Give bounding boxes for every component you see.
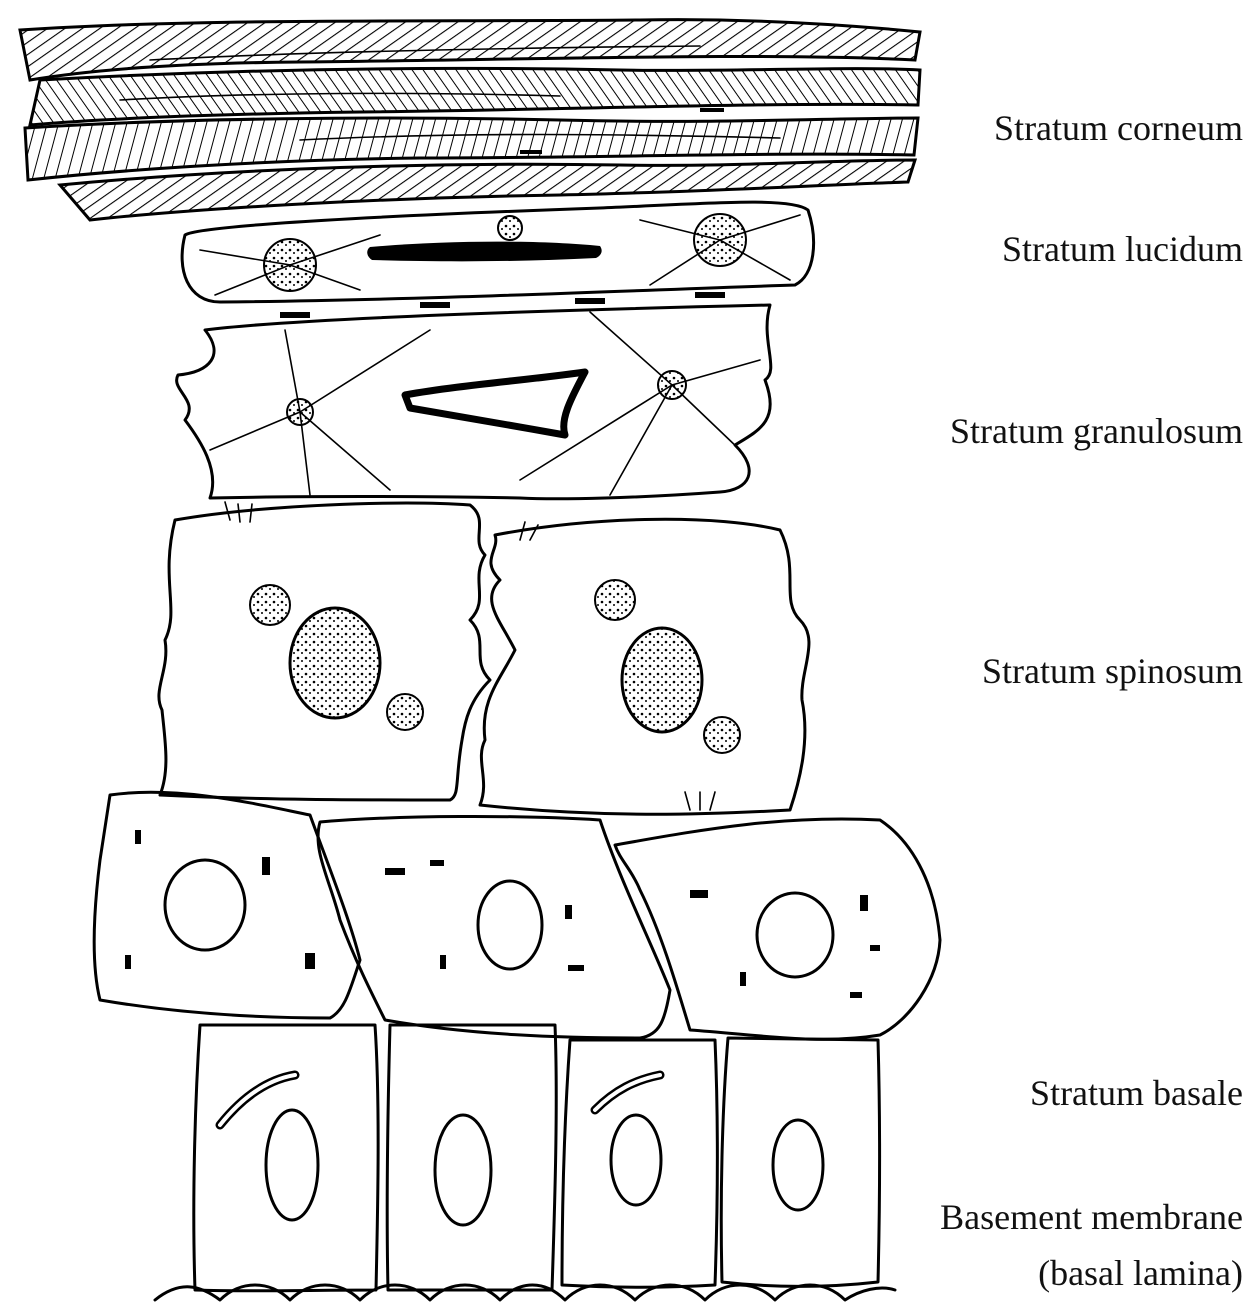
basal-nucleus [611,1115,661,1205]
polygonal-nucleus [757,893,833,977]
label-basement-membrane: Basement membrane [940,1196,1243,1238]
label-stratum-corneum: Stratum corneum [994,107,1243,149]
stratum-corneum-layer [20,20,920,220]
melanin-granule-rod [595,1075,660,1110]
label-stratum-lucidum: Stratum lucidum [1002,228,1243,270]
spinosum-nucleus [290,608,380,718]
keratohyalin-granule [405,372,585,435]
corneum-cell [30,68,920,125]
keratin-cluster [250,585,290,625]
stratum-spinosum-layer [159,502,809,814]
stratum-basale-layer [194,1025,880,1291]
label-stratum-basale: Stratum basale [1030,1072,1243,1114]
label-stratum-spinosum: Stratum spinosum [982,650,1243,692]
polygonal-cell-row [94,792,940,1039]
polygonal-nucleus [478,881,542,969]
stratum-granulosum-layer [177,305,771,499]
keratin-cluster [704,717,740,753]
stratum-lucidum-layer [182,202,813,318]
lucidum-nucleus [367,242,601,262]
melanin-granule-rod [220,1075,295,1125]
basal-cell [194,1025,378,1291]
basal-nucleus [435,1115,491,1225]
label-stratum-granulosum: Stratum granulosum [950,410,1243,452]
spinosum-nucleus [622,628,702,732]
basal-cell [721,1038,879,1287]
label-basal-lamina: (basal lamina) [1038,1252,1243,1294]
keratin-cluster [387,694,423,730]
keratin-cluster [595,580,635,620]
desmosome-cluster [498,216,522,240]
basal-cell [387,1025,556,1290]
polygonal-nucleus [165,860,245,950]
polygonal-cell-right [615,819,940,1039]
basal-nucleus [773,1120,823,1210]
basal-nucleus [266,1110,318,1220]
